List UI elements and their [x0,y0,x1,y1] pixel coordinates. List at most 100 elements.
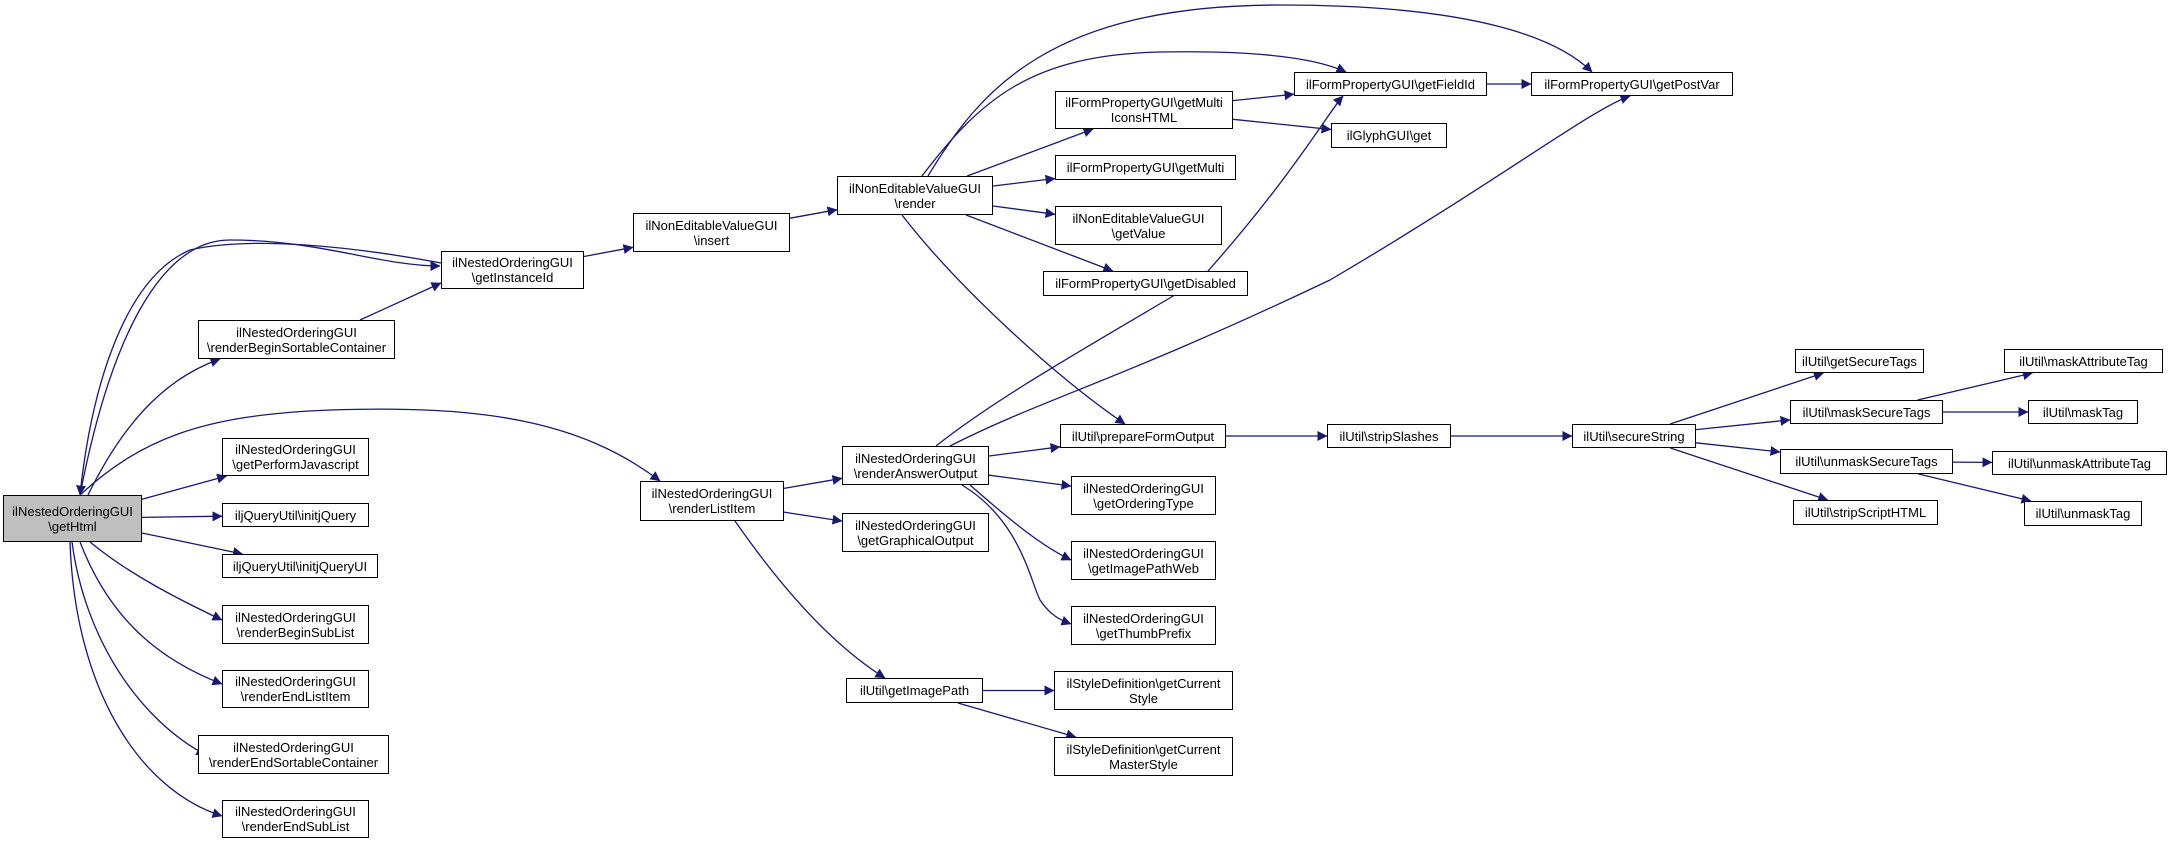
call-edge-unmaskSecureTags-to-unmaskTag [1918,473,2032,504]
node-label-line: \renderEndSubList [241,819,350,834]
node-label-line: ilFormPropertyGUI\getPostVar [1544,76,1720,92]
node-maskTag[interactable]: ilUtil\maskTag [2028,400,2138,424]
node-label-line: ilNonEditableValueGUI [849,180,981,196]
node-label-line: ilNestedOrderingGUI [1083,480,1204,496]
node-renderEndSortableContainer[interactable]: ilNestedOrderingGUI\renderEndSortableCon… [198,735,389,774]
node-label-line: ilFormPropertyGUI\getDisabled [1055,276,1236,291]
call-edge-getHtml-to-renderEndListItem [79,541,223,686]
call-edge-getHtml-to-getPerformJavascript [141,473,228,500]
node-label-line: ilNonEditableValueGUI [645,217,778,233]
node-label-line: \getValue [1111,225,1166,241]
node-label-line: ilGlyphGUI\get [1346,128,1432,143]
node-label-line: ilUtil\maskAttributeTag [2019,353,2148,369]
node-label-line: ilNestedOrderingGUI [236,324,357,340]
node-label-line: ilUtil\getSecureTags [1802,353,1917,369]
node-label-line: ilFormPropertyGUI\getFieldId [1305,76,1476,92]
node-prepareFormOutput[interactable]: ilUtil\prepareFormOutput [1060,424,1226,448]
node-renderBeginSortableContainer[interactable]: ilNestedOrderingGUI\renderBeginSortableC… [198,320,395,359]
edges-layer [69,4,2033,818]
call-edge-secureString-to-getSecureTags [1669,371,1824,425]
call-edge-secureString-to-maskSecureTags [1695,415,1791,431]
call-edge-getMultiIconsHTML-to-getFieldId [1232,90,1295,102]
node-unmaskAttributeTag[interactable]: ilUtil\unmaskAttributeTag [1992,451,2167,475]
node-renderBeginSubList[interactable]: ilNestedOrderingGUI\renderBeginSubList [222,605,369,644]
node-getPostVar[interactable]: ilFormPropertyGUI\getPostVar [1531,72,1733,96]
node-label-line: ilStyleDefinition\getCurrent [1066,675,1221,691]
call-edge-renderAnswerOutput-to-getThumbPrefix [961,484,1072,626]
node-label-line: ilUtil\unmaskSecureTags [1795,454,1938,469]
node-label-line: \renderBeginSubList [236,624,355,640]
node-getMulti[interactable]: ilFormPropertyGUI\getMulti [1055,155,1236,180]
node-label-line: ilNestedOrderingGUI [12,503,133,519]
node-stripSlashes[interactable]: ilUtil\stripSlashes [1327,424,1451,448]
node-label-line: \renderBeginSortableContainer [206,339,387,355]
node-renderAnswerOutput[interactable]: ilNestedOrderingGUI\renderAnswerOutput [842,446,989,485]
node-label-line: ilFormPropertyGUI\getMulti [1065,95,1223,110]
node-label-line: ilNestedOrderingGUI [855,450,976,466]
node-getOrderingType[interactable]: ilNestedOrderingGUI\getOrderingType [1071,476,1216,515]
node-label-line: ilUtil\prepareFormOutput [1071,428,1215,444]
node-getGraphicalOutput[interactable]: ilNestedOrderingGUI\getGraphicalOutput [842,513,989,552]
node-renderEndListItem[interactable]: ilNestedOrderingGUI\renderEndListItem [222,670,369,708]
node-getThumbPrefix[interactable]: ilNestedOrderingGUI\getThumbPrefix [1071,606,1216,645]
node-maskSecureTags[interactable]: ilUtil\maskSecureTags [1790,400,1943,424]
node-label-line: iljQueryUtil\initjQuery [234,507,357,523]
call-edge-nevRender-to-nevGetValue [992,205,1056,218]
call-edge-secureString-to-unmaskSecureTags [1695,442,1781,456]
node-renderListItem[interactable]: ilNestedOrderingGUI\renderListItem [640,481,784,521]
node-getDisabled[interactable]: ilFormPropertyGUI\getDisabled [1043,271,1248,296]
node-getInstanceId[interactable]: ilNestedOrderingGUI\getInstanceId [441,251,584,289]
call-edge-nevRender-to-getMultiIconsHTML [966,127,1094,177]
node-nevRender[interactable]: ilNonEditableValueGUI\render [837,176,993,215]
node-stripScriptHTML[interactable]: ilUtil\stripScriptHTML [1793,500,1938,525]
node-label-line: Style [1129,690,1158,706]
node-renderEndSubList[interactable]: ilNestedOrderingGUI\renderEndSubList [222,800,369,838]
call-edge-getHtml-to-renderListItem [79,408,661,496]
node-glyphGet[interactable]: ilGlyphGUI\get [1331,123,1447,148]
node-unmaskSecureTags[interactable]: ilUtil\unmaskSecureTags [1780,449,1953,474]
node-label-line: ilNestedOrderingGUI [651,486,773,501]
node-getFieldId[interactable]: ilFormPropertyGUI\getFieldId [1294,72,1487,96]
node-nevGetValue[interactable]: ilNonEditableValueGUI\getValue [1055,206,1222,245]
node-label-line: \getImagePathWeb [1087,560,1200,576]
call-edge-nevRender-to-getDisabled [965,214,1114,273]
node-label-line: \getThumbPrefix [1095,625,1192,641]
node-getSecureTags[interactable]: ilUtil\getSecureTags [1795,349,1924,373]
node-label-line: \getInstanceId [471,270,554,285]
node-label-line: \render [894,195,936,211]
node-label-line: ilUtil\stripScriptHTML [1804,505,1927,520]
call-edge-renderAnswerOutput-to-getPostVar [949,94,1631,447]
node-label-line: ilFormPropertyGUI\getMulti [1066,160,1225,175]
node-initjQuery[interactable]: iljQueryUtil\initjQuery [222,503,369,527]
call-edge-getHtml-to-renderBeginSubList [89,541,223,621]
node-getImagePathWeb[interactable]: ilNestedOrderingGUI\getImagePathWeb [1071,541,1216,580]
node-secureString[interactable]: ilUtil\secureString [1572,424,1696,448]
node-label-line: ilUtil\stripSlashes [1339,428,1439,444]
call-edge-renderListItem-to-getGraphicalOutput [783,511,843,525]
node-label-line: \getOrderingType [1093,495,1194,511]
node-label-line: ilStyleDefinition\getCurrent [1066,741,1221,757]
node-label-line: \renderEndListItem [240,689,351,704]
call-edge-getHtml-to-initjQueryUI [141,532,243,557]
call-edge-getHtml-to-initjQuery [141,511,223,522]
node-nevInsert[interactable]: ilNonEditableValueGUI\insert [633,213,790,252]
call-edge-getMultiIconsHTML-to-glyphGet [1232,118,1332,134]
node-getPerformJavascript[interactable]: ilNestedOrderingGUI\getPerformJavascript [222,438,369,476]
node-label-line: ilNestedOrderingGUI [855,517,976,533]
node-getImagePath[interactable]: ilUtil\getImagePath [846,678,983,703]
node-initjQueryUI[interactable]: iljQueryUtil\initjQueryUI [222,554,378,578]
call-edge-getInstanceId-to-getHtml [76,242,442,496]
call-edge-renderAnswerOutput-to-getImagePathWeb [969,484,1072,561]
call-edge-nevRender-to-getFieldId [921,51,1347,177]
node-label-line: \getHtml [48,518,97,534]
node-getHtml[interactable]: ilNestedOrderingGUI\getHtml [3,495,142,542]
call-edge-getHtml-to-renderBeginSortableContainer [87,357,221,496]
node-unmaskTag[interactable]: ilUtil\unmaskTag [2024,501,2142,526]
node-label-line: ilUtil\getImagePath [859,683,970,698]
node-maskAttributeTag[interactable]: ilUtil\maskAttributeTag [2004,349,2163,373]
node-label-line: IconsHTML [1110,110,1178,125]
